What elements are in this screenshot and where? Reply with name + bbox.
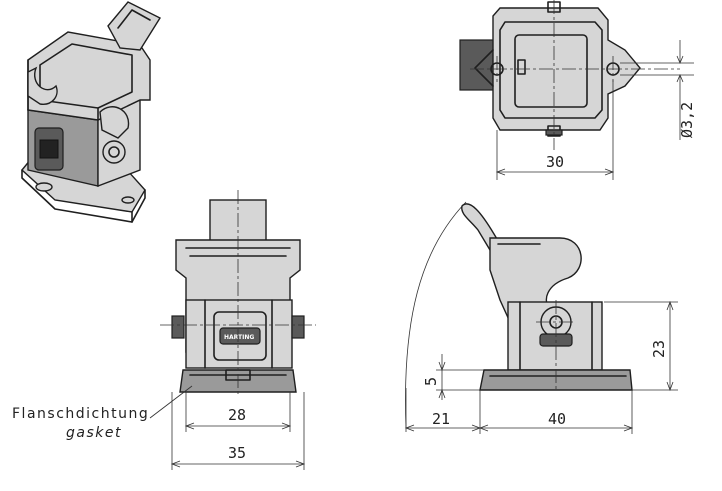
gasket-label-en: gasket bbox=[66, 425, 122, 441]
dim-width-top: 30 bbox=[546, 153, 564, 171]
isometric-view bbox=[21, 1, 162, 223]
side-view bbox=[404, 201, 678, 434]
brand-text: HARTING bbox=[224, 334, 254, 341]
gasket-label-de: Flanschdichtung bbox=[12, 406, 149, 422]
dim-flange-side: 5 bbox=[422, 377, 440, 386]
dim-height-side: 23 bbox=[650, 340, 668, 358]
top-view bbox=[459, 0, 694, 180]
dim-outer-front: 35 bbox=[228, 444, 246, 462]
dim-offset-side: 21 bbox=[432, 410, 450, 428]
dim-inner-front: 28 bbox=[228, 406, 246, 424]
dim-hole-diameter: Ø3,2 bbox=[678, 102, 696, 138]
front-view: HARTING bbox=[149, 190, 316, 470]
dim-length-side: 40 bbox=[548, 410, 566, 428]
